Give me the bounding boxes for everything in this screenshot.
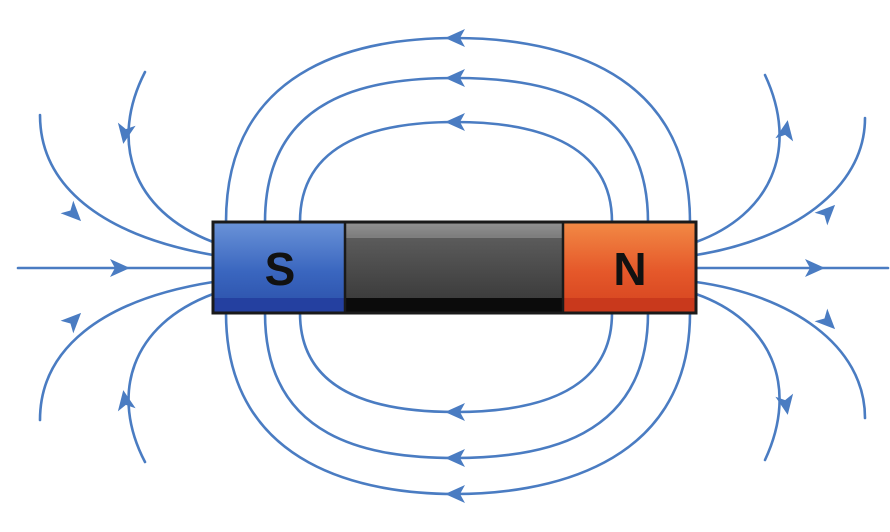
field-line-bottom-middle-arrow-icon — [445, 449, 465, 467]
field-line-top-inner-arrow-icon — [445, 113, 465, 131]
field-line-top-outer — [224, 36, 692, 224]
field-line-right-upper-1-arrow-icon — [814, 204, 836, 226]
field-line-bottom-inner — [298, 311, 614, 414]
field-line-bottom-middle — [263, 311, 650, 460]
field-line-left-lower-2 — [127, 292, 215, 464]
field-line-right-upper-2 — [694, 73, 781, 244]
field-line-left-upper-1 — [38, 113, 215, 257]
field-line-left-lower-1 — [38, 280, 215, 422]
north-pole-bottom-band — [563, 298, 696, 313]
field-line-right-lower-2-arrow-icon — [775, 393, 794, 415]
field-line-right-center-arrow-icon — [805, 259, 825, 277]
field-line-bottom-inner-arrow-icon — [445, 403, 465, 421]
field-line-top-middle — [263, 76, 650, 224]
bar-magnet: S N — [211, 220, 698, 315]
field-line-left-center-arrow-icon — [110, 259, 130, 277]
field-line-left-upper-2 — [127, 70, 215, 244]
south-pole-block — [213, 222, 345, 313]
magnet-body-bottom-band — [345, 298, 563, 313]
field-line-left-lower-2-arrow-icon — [117, 390, 136, 412]
field-line-right-upper-2-arrow-icon — [775, 120, 794, 142]
north-pole-block — [563, 222, 696, 313]
magnetic-field-lines — [16, 29, 890, 503]
magnet-body-top-highlight — [345, 224, 563, 238]
field-line-bottom-outer-arrow-icon — [445, 485, 465, 503]
field-line-right-upper-1 — [694, 116, 867, 257]
field-line-top-outer-arrow-icon — [445, 29, 465, 47]
field-line-left-upper-1-arrow-icon — [60, 200, 82, 222]
field-line-top-middle-arrow-icon — [445, 69, 465, 87]
field-line-right-lower-1-arrow-icon — [814, 308, 836, 330]
field-line-left-lower-1-arrow-icon — [60, 312, 82, 334]
field-line-top-inner — [298, 120, 614, 224]
magnet-outline — [211, 220, 698, 315]
south-pole-bottom-band — [213, 298, 345, 313]
field-line-left-upper-2-arrow-icon — [117, 122, 136, 144]
south-pole-label: S — [265, 243, 296, 295]
field-line-right-lower-1 — [694, 280, 867, 420]
north-pole-label: N — [613, 243, 646, 295]
field-line-right-lower-2 — [694, 292, 781, 462]
